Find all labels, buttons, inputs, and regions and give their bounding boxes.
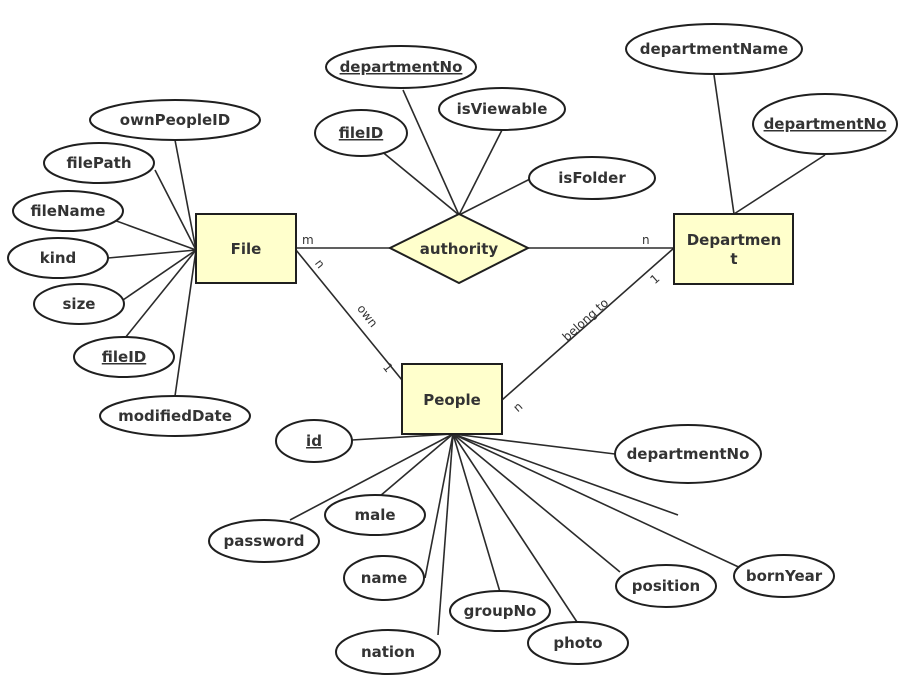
card-department-belong: 1 — [647, 271, 662, 287]
card-file-own: n — [312, 257, 328, 272]
line-people-name — [424, 433, 454, 579]
attr-auth-fileid[interactable]: fileID — [314, 109, 408, 157]
line-people-departmentno — [452, 433, 616, 455]
attr-file-modifieddate-label: modifiedDate — [118, 407, 232, 425]
attr-file-filename[interactable]: fileName — [12, 190, 124, 232]
line-people-password — [289, 433, 454, 521]
attr-people-name[interactable]: name — [343, 555, 425, 601]
attr-auth-fileid-label: fileID — [339, 124, 383, 142]
attr-people-departmentno-label: departmentNo — [627, 445, 750, 463]
attr-people-password-label: password — [223, 532, 304, 550]
attr-file-kind-label: kind — [40, 249, 77, 267]
card-belong-people: n — [510, 399, 525, 414]
line-auth-departmentno — [402, 89, 460, 216]
line-dept-departmentname — [713, 74, 735, 215]
card-own-people: 1 — [380, 361, 396, 376]
line-file-ownpeopleid — [174, 139, 197, 251]
card-file-authority: m — [302, 233, 314, 247]
attr-people-id-label: id — [306, 432, 322, 450]
line-people-bornyear — [452, 433, 746, 571]
attr-people-photo[interactable]: photo — [527, 621, 629, 665]
line-file-kind — [107, 249, 197, 259]
attr-auth-isviewable-label: isViewable — [457, 100, 548, 118]
line-file-fileid — [124, 249, 197, 339]
card-authority-department: n — [642, 233, 650, 247]
attr-people-nation-label: nation — [361, 643, 415, 661]
entity-file[interactable]: File — [195, 213, 297, 284]
attr-file-modifieddate[interactable]: modifiedDate — [99, 395, 251, 437]
attr-file-filepath-label: filePath — [67, 154, 132, 172]
attr-file-fileid-label: fileID — [102, 348, 146, 366]
attr-file-fileid[interactable]: fileID — [73, 336, 175, 378]
attr-people-groupno-label: groupNo — [464, 602, 537, 620]
line-people-position — [452, 433, 621, 573]
attr-auth-isfolder-label: isFolder — [558, 169, 626, 187]
attr-people-male[interactable]: male — [324, 494, 426, 536]
attr-auth-departmentno[interactable]: departmentNo — [325, 45, 477, 89]
attr-people-bornyear-label: bornYear — [746, 567, 823, 585]
line-auth-fileid — [379, 149, 460, 216]
attr-people-name-label: name — [361, 569, 408, 587]
entity-department-label-1: Departmen — [687, 231, 782, 249]
attr-file-size-label: size — [63, 295, 96, 313]
attr-file-ownpeopleid-label: ownPeopleID — [120, 111, 230, 129]
attr-dept-departmentname[interactable]: departmentName — [625, 23, 803, 75]
line-auth-isfolder — [458, 177, 533, 216]
attr-people-nation[interactable]: nation — [335, 629, 441, 675]
line-file-size — [122, 249, 197, 301]
attr-people-bornyear[interactable]: bornYear — [733, 554, 835, 598]
attr-auth-isviewable[interactable]: isViewable — [438, 87, 566, 131]
attr-dept-departmentno-label: departmentNo — [764, 115, 887, 133]
label-belong-to: belong to — [560, 296, 612, 344]
line-people-groupno — [452, 433, 501, 593]
line-people-male — [379, 433, 454, 497]
attr-file-filepath[interactable]: filePath — [43, 142, 155, 184]
line-file-people-own — [295, 249, 403, 381]
attr-people-groupno[interactable]: groupNo — [449, 590, 551, 632]
attr-file-kind[interactable]: kind — [7, 237, 109, 279]
line-people-extra — [452, 433, 679, 516]
line-file-filepath — [154, 169, 197, 251]
attr-people-position[interactable]: position — [615, 564, 717, 608]
entity-department-label-2: t — [730, 250, 737, 268]
attr-file-size[interactable]: size — [33, 283, 125, 325]
attr-auth-departmentno-label: departmentNo — [340, 58, 463, 76]
line-dept-departmentno — [733, 154, 826, 215]
attr-file-ownpeopleid[interactable]: ownPeopleID — [89, 99, 261, 141]
attr-people-photo-label: photo — [553, 634, 602, 652]
attr-dept-departmentname-label: departmentName — [640, 40, 788, 58]
relationship-authority-label: authority — [420, 240, 499, 258]
attr-people-position-label: position — [632, 577, 700, 595]
entity-people-label: People — [423, 391, 481, 409]
relationship-authority[interactable]: authority — [387, 212, 531, 285]
line-auth-isviewable — [458, 129, 503, 216]
line-people-nation — [437, 433, 454, 636]
attr-people-password[interactable]: password — [208, 519, 320, 563]
attr-file-filename-label: fileName — [31, 202, 106, 220]
attr-auth-isfolder[interactable]: isFolder — [528, 156, 656, 200]
attr-people-departmentno[interactable]: departmentNo — [614, 424, 762, 484]
connector-lines — [99, 74, 826, 636]
attr-people-male-label: male — [354, 506, 395, 524]
entity-department[interactable]: Departmen t — [673, 213, 794, 285]
entity-file-label: File — [231, 240, 262, 258]
line-department-people-belong — [501, 247, 675, 401]
attr-people-id[interactable]: id — [275, 419, 353, 463]
attr-dept-departmentno[interactable]: departmentNo — [752, 93, 898, 155]
line-people-photo — [452, 433, 578, 623]
entity-people[interactable]: People — [401, 363, 503, 435]
line-file-modifieddate — [174, 249, 197, 397]
